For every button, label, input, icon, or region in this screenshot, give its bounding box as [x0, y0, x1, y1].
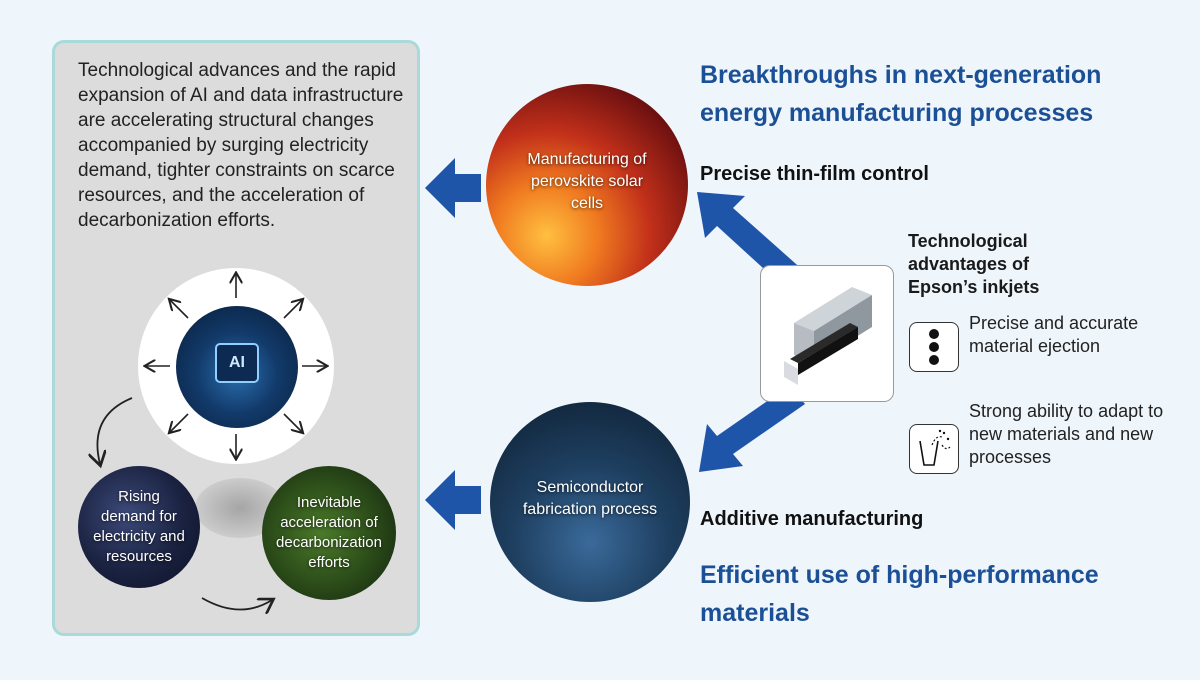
- intro-text: Technological advances and the rapid exp…: [78, 60, 404, 231]
- decarbonization-image: Inevitable acceleration of decarbonizati…: [262, 466, 396, 600]
- semiconductor-image: Semiconductor fabrication process: [490, 402, 690, 602]
- subheading-precise-thin-film: Precise thin-film control: [700, 163, 929, 185]
- arrow-left-bottom-icon: [425, 470, 481, 530]
- decarbonization-label: Inevitable acceleration of decarbonizati…: [276, 494, 382, 571]
- ai-chip-icon: AI: [215, 343, 259, 383]
- semiconductor-label: Semiconductor fabrication process: [522, 479, 658, 518]
- demand-label: Rising demand for electricity and resour…: [93, 488, 185, 565]
- ai-label: AI: [229, 354, 245, 371]
- subheading-additive-manufacturing: Additive manufacturing: [700, 508, 924, 530]
- heading-bottom: Efficient use of high-performance materi…: [700, 561, 1099, 627]
- demand-image: Rising demand for electricity and resour…: [78, 466, 200, 588]
- droplets-icon: [909, 322, 959, 372]
- perovskite-label: Manufacturing of perovskite solar cells: [527, 151, 647, 212]
- cycle-arrows: [80, 397, 290, 622]
- splash-cup-icon: [909, 424, 959, 474]
- heading-top: Breakthroughs in next-generation energy …: [700, 61, 1102, 127]
- feature-ejection: Precise and accurate material ejection: [969, 313, 1139, 356]
- perovskite-image: Manufacturing of perovskite solar cells: [486, 84, 688, 286]
- printhead-icon: [784, 287, 872, 385]
- feature-adaptability: Strong ability to adapt to new materials…: [969, 401, 1164, 467]
- advantages-title: Technological advantages of Epson’s inkj…: [908, 231, 1040, 297]
- arrow-left-top-icon: [425, 158, 481, 218]
- radiating-arrows: [138, 268, 334, 464]
